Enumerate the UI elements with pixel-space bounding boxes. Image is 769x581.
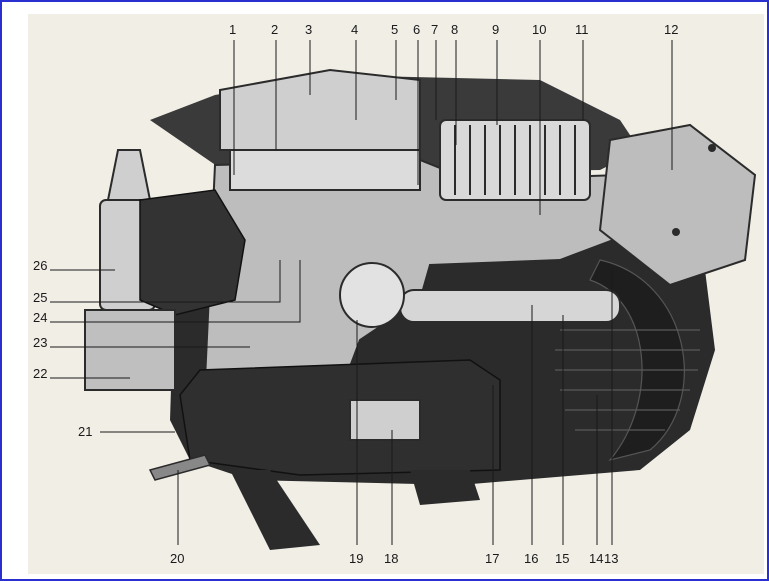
mounting-foot <box>410 470 480 505</box>
eccentric-disc <box>339 262 405 328</box>
callout-label: 2 <box>271 22 278 37</box>
terminal-box <box>598 123 757 287</box>
callout-label: 20 <box>170 551 184 566</box>
mounting-foot <box>230 470 320 550</box>
callout-label: 23 <box>33 335 47 350</box>
bottom-callouts: 20 19 18 17 16 15 14 13 <box>170 551 618 566</box>
leader-lines <box>50 40 673 545</box>
callout-label: 15 <box>555 551 569 566</box>
callout-label: 9 <box>492 22 499 37</box>
callout-label: 18 <box>384 551 398 566</box>
callout-label: 3 <box>305 22 312 37</box>
top-callouts: 1 2 3 4 5 6 7 8 9 10 11 12 <box>229 22 678 37</box>
terminal-box-screw <box>708 144 716 152</box>
callout-label: 17 <box>485 551 499 566</box>
compressor-illustration <box>84 68 757 550</box>
cylinder-fins <box>439 119 591 201</box>
callout-label: 24 <box>33 310 47 325</box>
callout-label: 5 <box>391 22 398 37</box>
callout-label: 10 <box>532 22 546 37</box>
callout-label: 13 <box>604 551 618 566</box>
cylinder-head <box>229 149 421 191</box>
callout-label: 16 <box>524 551 538 566</box>
drain-plug <box>148 454 212 481</box>
callout-label: 26 <box>33 258 47 273</box>
suction-flange <box>139 189 246 316</box>
callout-label: 4 <box>351 22 358 37</box>
callout-label: 14 <box>589 551 603 566</box>
callout-label: 1 <box>229 22 236 37</box>
callout-label: 12 <box>664 22 678 37</box>
callout-label: 11 <box>575 22 589 37</box>
callout-label: 22 <box>33 366 47 381</box>
callout-label: 19 <box>349 551 363 566</box>
cooling-fins <box>555 259 700 462</box>
callout-label: 8 <box>451 22 458 37</box>
crankshaft <box>399 289 621 323</box>
callout-label: 25 <box>33 290 47 305</box>
head-cover <box>219 68 421 151</box>
callout-label: 7 <box>431 22 438 37</box>
callout-label: 6 <box>413 22 420 37</box>
oil-pump <box>349 399 421 441</box>
callout-label: 21 <box>78 424 92 439</box>
terminal-box-screw <box>672 228 680 236</box>
left-callouts: 26 25 24 23 22 21 <box>33 258 92 439</box>
base-plate <box>84 309 176 391</box>
oil-sump <box>179 359 501 476</box>
